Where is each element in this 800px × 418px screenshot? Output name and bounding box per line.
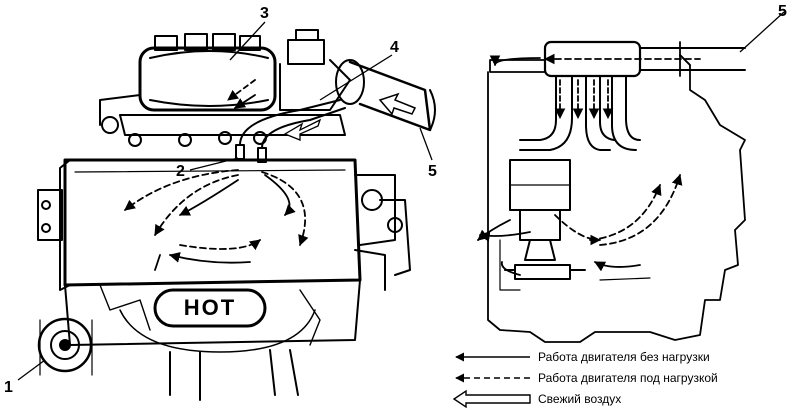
legend-fresh-air-label: Свежий воздух: [538, 392, 621, 406]
callout-leaders: [17, 11, 785, 381]
callout-3: 3: [260, 5, 269, 22]
section-airflow-arrows: [477, 53, 701, 276]
engine-cross-section: [487, 40, 746, 343]
hot-badge: [153, 288, 267, 328]
cylinder-piston: [504, 159, 586, 280]
fresh-air-arrow-left: [378, 92, 417, 116]
legend-hollow-arrow-icon: [452, 389, 531, 409]
engine-block: [37, 158, 411, 291]
alternator: [37, 317, 93, 376]
engine-airflow-arrows: [124, 169, 309, 271]
lower-engine: [64, 279, 361, 401]
fresh-air-duct: [348, 60, 436, 132]
intake-hose: [235, 99, 346, 163]
legend: Работа двигателя без нагрузки Работа дви…: [452, 350, 718, 409]
callout-5-left: 5: [428, 163, 437, 180]
valve-cover: [99, 94, 346, 147]
air-cleaner: [138, 33, 277, 112]
engine-drawing: [37, 29, 436, 401]
throttle-body: [279, 29, 365, 111]
legend-under-load: Работа двигателя под нагрузкой: [455, 371, 718, 385]
hot-badge-label: HOT: [184, 295, 236, 320]
callout-4: 4: [390, 39, 399, 56]
intake-runners: [519, 75, 641, 151]
cleaner-airflow-arrows: [227, 79, 256, 109]
callout-1: 1: [4, 379, 13, 396]
callout-5-right: 5: [778, 3, 787, 20]
legend-no-load-label: Работа двигателя без нагрузки: [538, 350, 710, 364]
callout-2: 2: [176, 163, 185, 180]
hose-air-arrow: [283, 118, 322, 141]
legend-under-load-label: Работа двигателя под нагрузкой: [538, 371, 718, 385]
legend-fresh-air: Свежий воздух: [452, 389, 621, 409]
legend-no-load: Работа двигателя без нагрузки: [455, 350, 710, 364]
